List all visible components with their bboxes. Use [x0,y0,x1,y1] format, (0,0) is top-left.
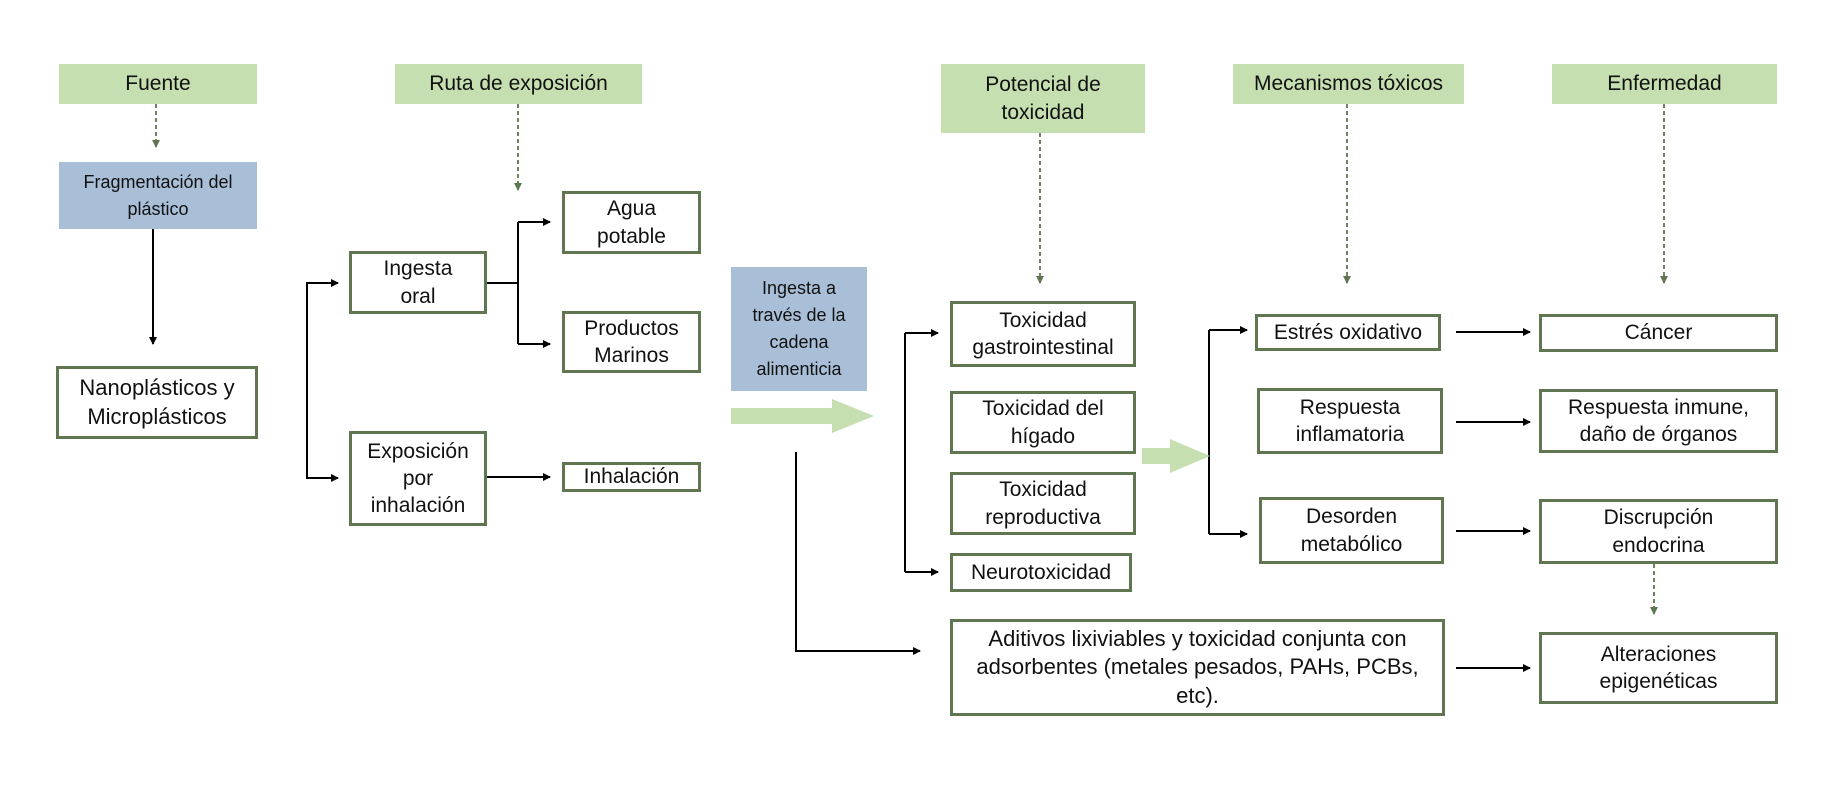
bracket-ingesta-oral [306,282,337,479]
node-ingesta-oral: Ingesta oral [349,251,487,314]
node-nanoplasticos-microplasticos: Nanoplásticos y Microplásticos [56,366,258,439]
node-toxicidad-higado: Toxicidad del hígado [950,391,1136,454]
header-fuente: Fuente [59,64,257,104]
header-potencial-toxicidad: Potencial de toxicidad [941,64,1145,133]
node-agua-potable: Agua potable [562,191,701,254]
node-aditivos-lixiviables: Aditivos lixiviables y toxicidad conjunt… [950,619,1445,716]
block-arrow-cadena [731,399,874,433]
node-productos-marinos: Productos Marinos [562,311,701,373]
node-exposicion-inhalacion: Exposición por inhalación [349,431,487,526]
node-toxicidad-reproductiva: Toxicidad reproductiva [950,472,1136,535]
header-enfermedad: Enfermedad [1552,64,1777,104]
node-fragmentacion-plastico: Fragmentación del plástico [59,162,257,229]
node-cancer: Cáncer [1539,314,1778,352]
solid-arrows [149,218,1531,672]
node-desorden-metabolico: Desorden metabólico [1259,497,1444,564]
node-alteraciones-epigeneticas: Alteraciones epigenéticas [1539,632,1778,704]
node-inhalacion: Inhalación [562,462,701,492]
node-estres-oxidativo: Estrés oxidativo [1255,314,1441,351]
node-toxicidad-gastrointestinal: Toxicidad gastrointestinal [950,301,1136,367]
node-respuesta-inmune: Respuesta inmune, daño de órganos [1539,389,1778,453]
node-discrupcion-endocrina: Discrupción endocrina [1539,499,1778,564]
block-arrow-mecanismos [1142,439,1210,473]
node-ingesta-cadena-alimenticia: Ingesta a través de la cadena alimentici… [731,267,867,391]
node-neurotoxicidad: Neurotoxicidad [950,553,1132,592]
connector-to-aditivos [795,452,921,655]
header-mecanismos-toxicos: Mecanismos tóxicos [1233,64,1464,104]
header-ruta-exposicion: Ruta de exposición [395,64,642,104]
dashed-arrows [152,104,1668,615]
node-respuesta-inflamatoria: Respuesta inflamatoria [1257,388,1443,454]
